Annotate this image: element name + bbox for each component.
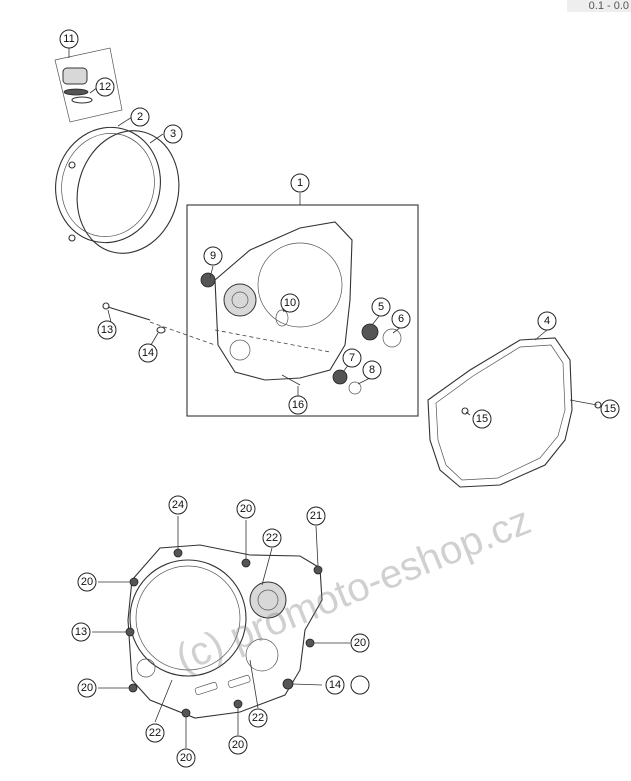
cover-gasket — [427, 337, 602, 488]
callout-20-top: 20 — [236, 499, 256, 519]
svg-text:20: 20 — [81, 576, 93, 588]
filler-cap-assembly — [54, 47, 123, 123]
svg-text:6: 6 — [398, 313, 404, 325]
svg-text:5: 5 — [378, 301, 384, 313]
callout-15-right: 15 — [600, 399, 620, 419]
svg-text:20: 20 — [354, 637, 366, 649]
svg-text:22: 22 — [266, 532, 278, 544]
svg-text:10: 10 — [284, 297, 296, 309]
callout-20-left-bottom: 20 — [77, 678, 97, 698]
svg-text:22: 22 — [149, 727, 161, 739]
callout-4: 4 — [537, 311, 557, 331]
callout-22-middle: 22 — [248, 708, 268, 728]
svg-text:14: 14 — [142, 347, 154, 359]
svg-text:7: 7 — [349, 352, 355, 364]
svg-text:9: 9 — [210, 250, 216, 262]
svg-text:4: 4 — [544, 315, 550, 327]
svg-text:2: 2 — [137, 111, 143, 123]
callout-9: 9 — [203, 246, 223, 266]
callout-20-bottom: 20 — [176, 748, 196, 768]
callout-6: 6 — [391, 309, 411, 329]
svg-text:20: 20 — [232, 739, 244, 751]
callout-24: 13 — [71, 622, 91, 642]
callout-14-bottom — [350, 675, 370, 695]
callout-5: 5 — [371, 297, 391, 317]
callout-20-right: 20 — [350, 633, 370, 653]
callout-3: 3 — [163, 124, 183, 144]
callout-1: 1 — [290, 173, 310, 193]
callout-10: 10 — [280, 293, 300, 313]
engine-clutch-cover — [125, 544, 323, 719]
svg-text:15: 15 — [476, 413, 488, 425]
scale-note: 0.1 - 0.0 — [566, 0, 631, 12]
callout-20-bottom-right: 20 — [228, 735, 248, 755]
clutch-cover-assembly-box — [186, 193, 419, 417]
svg-text:13: 13 — [101, 324, 113, 336]
callout-8: 8 — [362, 360, 382, 380]
long-bolt-and-washer — [102, 302, 216, 346]
callout-22-bottom-left: 22 — [145, 723, 165, 743]
svg-text:12: 12 — [99, 81, 111, 93]
callout-16: 16 — [288, 395, 308, 415]
callout-21: 21 — [306, 506, 326, 526]
svg-text:20: 20 — [81, 682, 93, 694]
svg-text:20: 20 — [180, 752, 192, 764]
callout-7: 7 — [342, 348, 362, 368]
callout-15-left: 15 — [472, 409, 492, 429]
svg-text:24: 24 — [172, 499, 184, 511]
callout-20-left-top: 20 — [77, 572, 97, 592]
callout-13: 13 — [97, 320, 117, 340]
svg-text:16: 16 — [292, 399, 304, 411]
svg-text:8: 8 — [369, 364, 375, 376]
callout-22-top: 22 — [262, 528, 282, 548]
callout-11: 11 — [59, 29, 79, 49]
svg-text:15: 15 — [604, 403, 616, 415]
svg-text:3: 3 — [170, 128, 176, 140]
svg-text:21: 21 — [310, 510, 322, 522]
callout-13-bottom: 14 — [325, 675, 345, 695]
callout-14: 14 — [138, 343, 158, 363]
cover-gasket-ring — [76, 130, 180, 254]
callout-2: 2 — [130, 107, 150, 127]
svg-text:11: 11 — [63, 33, 74, 45]
svg-text:14: 14 — [329, 679, 341, 691]
svg-text:1: 1 — [297, 177, 303, 189]
callout-12: 12 — [95, 77, 115, 97]
svg-text:20: 20 — [240, 503, 252, 515]
svg-text:22: 22 — [252, 712, 264, 724]
svg-text:13: 13 — [75, 626, 87, 638]
callout-23: 24 — [168, 495, 188, 515]
